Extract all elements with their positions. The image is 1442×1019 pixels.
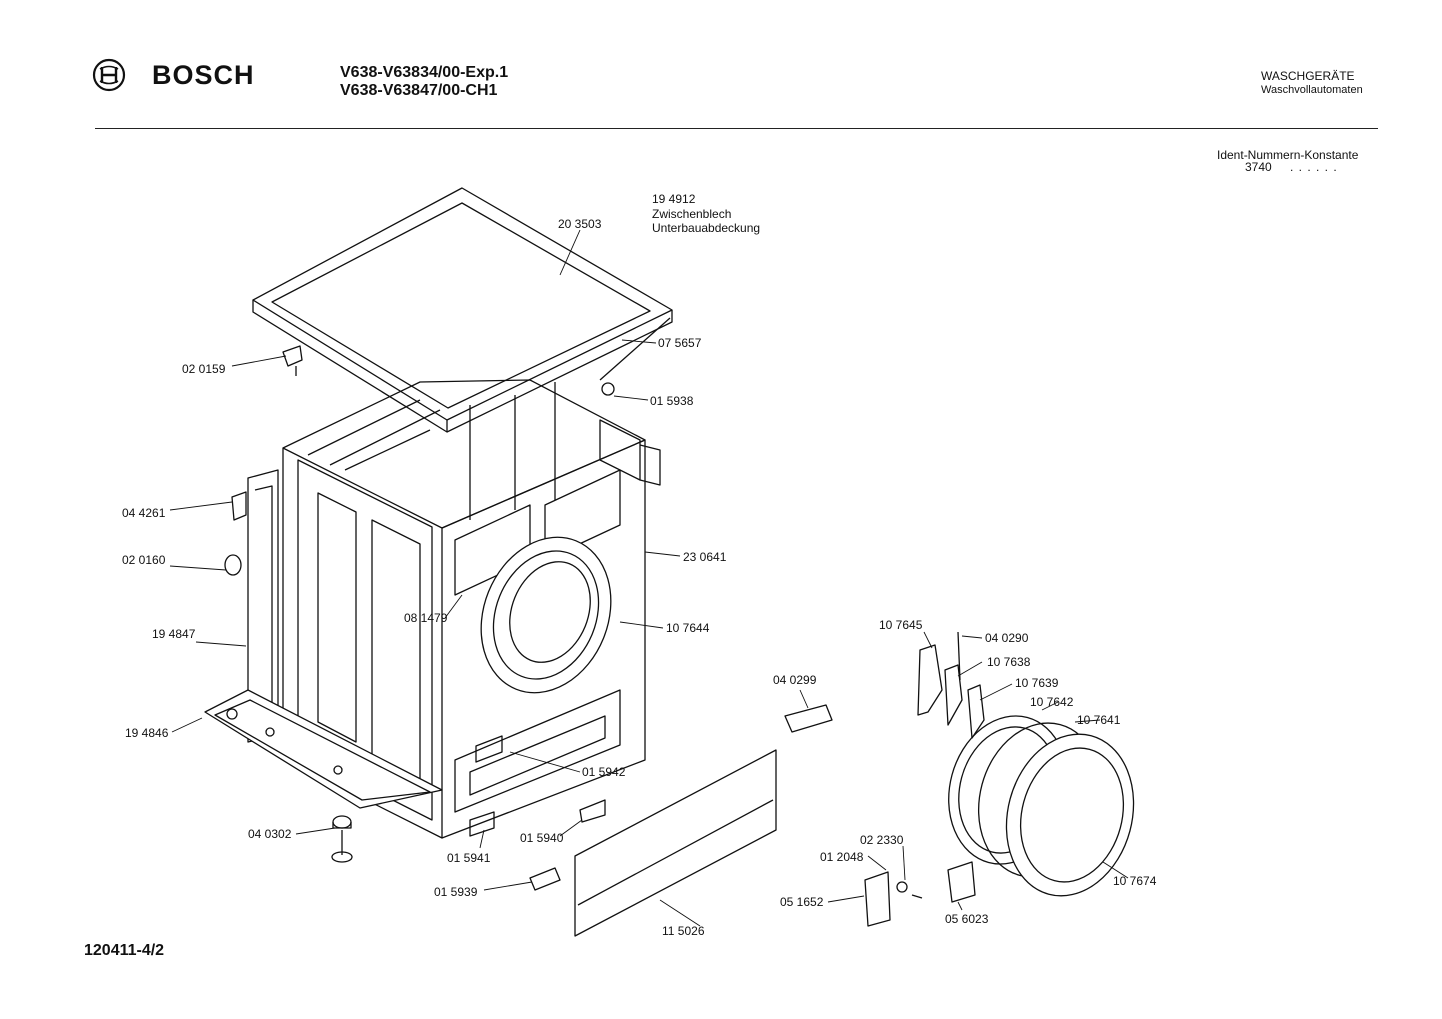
category-title: WASCHGERÄTE: [1261, 69, 1355, 83]
callout-10-7639: 10 7639: [1015, 676, 1059, 690]
callout-02-0160: 02 0160: [122, 553, 166, 567]
clip-part: [469, 704, 833, 891]
plinth-panel-part: [574, 749, 777, 937]
callout-10-7644: 10 7644: [666, 621, 710, 635]
callout-04-0302: 04 0302: [248, 827, 292, 841]
top-cover-part: [252, 187, 673, 433]
callout-23-0641: 23 0641: [683, 550, 727, 564]
callout-19-4846: 19 4846: [125, 726, 169, 740]
callout-04-4261: 04 4261: [122, 506, 166, 520]
category-subtitle: Waschvollautomaten: [1261, 84, 1363, 96]
note-line-2: Unterbauabdeckung: [652, 221, 761, 235]
callout-10-7641: 10 7641: [1077, 713, 1121, 727]
callout-04-0299: 04 0299: [773, 673, 817, 687]
callout-02-0159: 02 0159: [182, 362, 226, 376]
callout-11-5026: 11 5026: [662, 924, 705, 938]
door-ring-part: [948, 715, 1135, 897]
callout-07-5657: 07 5657: [658, 336, 702, 350]
callout-08-1479: 08 1479: [404, 611, 448, 625]
ident-label: Ident-Nummern-Konstante: [1217, 148, 1359, 162]
callout-01-5938: 01 5938: [650, 394, 694, 408]
door-lock-part: [864, 861, 976, 927]
callout-20-3503: 20 3503: [558, 217, 602, 231]
callout-01-5940: 01 5940: [520, 831, 564, 845]
callout-04-0290: 04 0290: [985, 631, 1029, 645]
note-line-1: Zwischenblech: [652, 207, 732, 221]
callout-10-7674: 10 7674: [1113, 874, 1157, 888]
ident-value: 3740: [1245, 160, 1272, 174]
base-plate-part: [204, 689, 443, 809]
adjustable-foot-part: [331, 815, 353, 863]
callout-10-7642: 10 7642: [1030, 695, 1074, 709]
brand-name: BOSCH: [152, 60, 255, 90]
callout-05-6023: 05 6023: [945, 912, 989, 926]
document-number: 120411-4/2: [84, 942, 165, 959]
callout-01-2048: 01 2048: [820, 850, 864, 864]
model-line-2: V638-V63847/00-CH1: [340, 82, 498, 99]
model-line-1: V638-V63834/00-Exp.1: [340, 64, 509, 81]
note-part-number: 19 4912: [652, 192, 696, 206]
callout-10-7645: 10 7645: [879, 618, 923, 632]
bracket-small-part: [224, 317, 671, 576]
callout-01-5941: 01 5941: [447, 851, 491, 865]
callout-05-1652: 05 1652: [780, 895, 824, 909]
callout-01-5939: 01 5939: [434, 885, 478, 899]
callout-01-5942: 01 5942: [582, 765, 626, 779]
bosch-logo-icon: [92, 58, 126, 92]
callout-10-7638: 10 7638: [987, 655, 1031, 669]
ident-suffix: . . . . . .: [1290, 160, 1338, 174]
callout-19-4847: 19 4847: [152, 627, 196, 641]
header-divider: [95, 128, 1378, 129]
hinge-part: [917, 631, 985, 739]
callout-02-2330: 02 2330: [860, 833, 904, 847]
